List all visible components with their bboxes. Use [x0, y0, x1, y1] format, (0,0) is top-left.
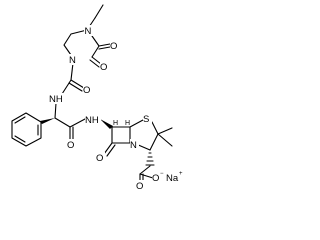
beta-lactam-ring	[111, 126, 131, 144]
charge-na: +	[179, 171, 183, 177]
atom-o-urea: O	[83, 85, 90, 96]
methyl-1	[157, 127, 173, 135]
atom-o-carboxyl: O	[136, 181, 143, 191]
atom-nh-amide: NH	[85, 115, 99, 126]
ring-right-bonds	[91, 35, 100, 58]
atom-labels: N O O N O NH NH O S N O H H O O − Na +	[49, 25, 183, 191]
methyl-2	[157, 133, 173, 147]
ring-left-bonds	[63, 29, 88, 56]
phenyl-inner-2	[14, 135, 26, 143]
molecule-svg: N O O N O NH NH O S N O H H O O − Na +	[11, 4, 183, 191]
ring-carbonyl-top-double	[98, 46, 111, 50]
urea-carbonyl	[70, 79, 85, 89]
carboxyl-c-bond	[139, 165, 151, 175]
lactam-carbonyl	[103, 142, 113, 155]
charge-o-minus: −	[160, 171, 164, 177]
alpha-to-amide-c	[54, 117, 71, 128]
atom-n-lactam: N	[130, 140, 137, 151]
atom-na: Na	[166, 173, 179, 184]
atom-o-minus: O	[152, 173, 159, 184]
alpha-phenyl-wedge	[40, 118, 55, 124]
c-to-s	[129, 119, 144, 128]
atom-h-wedge-left: H	[113, 120, 118, 127]
phenyl-inner-1	[14, 116, 26, 124]
chemical-structure-diagram: N O O N O NH NH O S N O H H O O − Na +	[0, 0, 191, 191]
nh-lactam-wedge	[100, 119, 113, 129]
bond-lines	[11, 4, 173, 182]
atom-n-ring: N	[69, 55, 76, 66]
urea-carbonyl-double	[68, 82, 83, 92]
ring-carbonyl-bottom	[91, 56, 102, 65]
atom-h-wedge-right: H	[125, 120, 130, 127]
atom-s: S	[143, 114, 149, 125]
carboxyl-hashed-wedge	[145, 152, 155, 166]
s-to-cme2	[151, 121, 159, 135]
nh-to-alpha-c	[54, 102, 57, 119]
atom-o-ring: O	[100, 62, 107, 73]
lactam-carbonyl-double	[106, 144, 116, 157]
ethyl-bond-1	[94, 4, 104, 19]
atom-n-top: N	[85, 26, 92, 37]
atom-nh-urea: NH	[49, 94, 63, 105]
atom-o-lactam: O	[96, 153, 103, 164]
atom-o-top: O	[110, 41, 117, 52]
phenyl-ring	[11, 112, 42, 147]
ring-carbonyl-top	[98, 43, 111, 47]
n-to-urea-c	[70, 62, 74, 81]
atom-o-amide: O	[67, 140, 74, 151]
amide-c-to-nh	[69, 118, 86, 128]
urea-c-to-nh	[61, 79, 72, 95]
ring-carbonyl-bottom-double	[89, 59, 100, 68]
carboxyl-c-ominus	[139, 173, 154, 179]
cme2-to-c3	[149, 133, 159, 151]
